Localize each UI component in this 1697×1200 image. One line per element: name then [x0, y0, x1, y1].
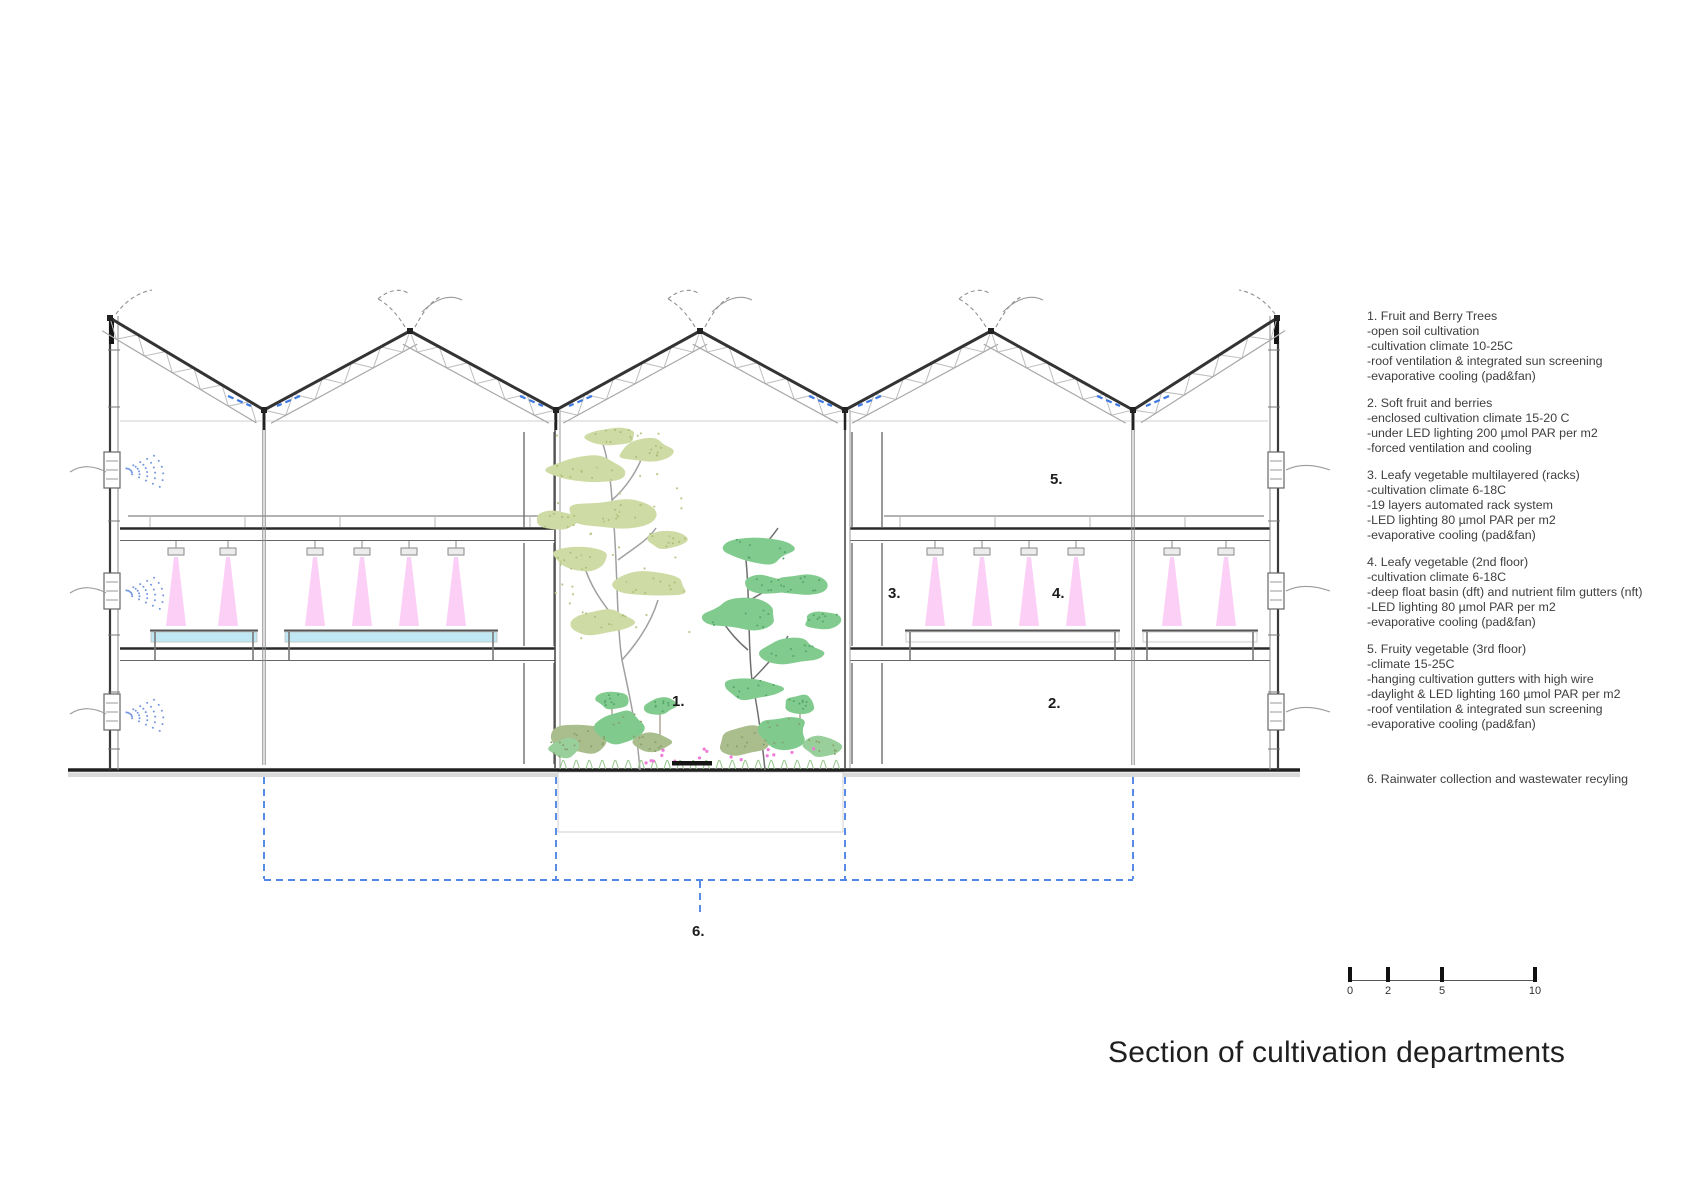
legend-item-detail: -under LED lighting 200 µmol PAR per m2 — [1367, 426, 1598, 440]
roof-vent-flaps — [115, 289, 1276, 328]
plan-label-1: 1. — [672, 693, 685, 710]
ground-line — [68, 768, 1300, 777]
atrium-garden — [536, 427, 843, 771]
page-title: Section of cultivation departments — [1108, 1036, 1566, 1069]
legend-item-detail: -evaporative cooling (pad&fan) — [1367, 369, 1536, 383]
legend-item-detail: -roof ventilation & integrated sun scree… — [1367, 702, 1603, 716]
plan-label-2: 2. — [1048, 695, 1061, 712]
legend-item-detail: -enclosed cultivation climate 15-20 C — [1367, 411, 1570, 425]
legend-item-5: 5. Fruity vegetable (3rd floor)-climate … — [1367, 642, 1667, 732]
legend-item-detail: -roof ventilation & integrated sun scree… — [1367, 354, 1603, 368]
legend: 1. Fruit and Berry Trees-open soil culti… — [1367, 309, 1667, 799]
scale-tick-label: 5 — [1438, 985, 1446, 997]
legend-item-detail: -hanging cultivation gutters with high w… — [1367, 672, 1594, 686]
wall-vents — [69, 451, 1331, 731]
legend-item-2: 2. Soft fruit and berries-enclosed culti… — [1367, 396, 1667, 456]
legend-item-detail: -climate 15-25C — [1367, 657, 1455, 671]
legend-item-detail: -cultivation climate 10-25C — [1367, 339, 1513, 353]
legend-item-4: 4. Leafy vegetable (2nd floor)-cultivati… — [1367, 555, 1667, 630]
plan-labels: 1. 2. 3. 4. 5. 6. — [672, 471, 1065, 940]
legend-item-detail: -forced ventilation and cooling — [1367, 441, 1532, 455]
legend-item-detail: -evaporative cooling (pad&fan) — [1367, 615, 1536, 629]
third-floor-platform — [128, 515, 1264, 527]
garden-bench — [672, 761, 712, 766]
plan-label-3: 3. — [888, 585, 901, 602]
legend-item-detail: -cultivation climate 6-18C — [1367, 570, 1507, 584]
legend-item-1: 1. Fruit and Berry Trees-open soil culti… — [1367, 309, 1667, 384]
scale-bar: 0 2 5 10 — [1340, 960, 1555, 1008]
plan-label-4: 4. — [1052, 585, 1065, 602]
legend-item-6: 6. Rainwater collection and wastewater r… — [1367, 772, 1667, 787]
roof-trusses — [101, 315, 1286, 430]
scale-tick — [1348, 967, 1352, 982]
legend-item-detail: -19 layers automated rack system — [1367, 498, 1553, 512]
columns — [262, 412, 1135, 765]
legend-item-heading: 2. Soft fruit and berries — [1367, 396, 1493, 410]
legend-item-detail: -evaporative cooling (pad&fan) — [1367, 528, 1536, 542]
plan-label-5: 5. — [1050, 471, 1063, 488]
floor-slabs — [120, 527, 1270, 661]
scale-tick-label: 2 — [1384, 985, 1392, 997]
soil-block — [557, 771, 844, 833]
legend-item-detail: -daylight & LED lighting 160 µmol PAR pe… — [1367, 687, 1621, 701]
legend-item-detail: -LED lighting 80 µmol PAR per m2 — [1367, 600, 1556, 614]
plan-label-6: 6. — [692, 923, 705, 940]
rack-towers — [523, 432, 883, 764]
led-lamps-and-cones — [166, 541, 1236, 626]
cultivation-benches — [150, 629, 1258, 660]
scale-tick — [1440, 967, 1444, 982]
legend-item-detail: -deep float basin (dft) and nutrient fil… — [1367, 585, 1643, 599]
legend-item-detail: -cultivation climate 6-18C — [1367, 483, 1507, 497]
legend-item-heading: 4. Leafy vegetable (2nd floor) — [1367, 555, 1529, 569]
legend-item-detail: -open soil cultivation — [1367, 324, 1480, 338]
scale-tick — [1533, 967, 1537, 982]
legend-item-heading: 3. Leafy vegetable multilayered (racks) — [1367, 468, 1580, 482]
legend-item-detail: -LED lighting 80 µmol PAR per m2 — [1367, 513, 1556, 527]
tree-roots — [601, 773, 799, 827]
legend-item-heading: 6. Rainwater collection and wastewater r… — [1367, 772, 1629, 786]
legend-item-3: 3. Leafy vegetable multilayered (racks)-… — [1367, 468, 1667, 543]
exterior-walls — [108, 316, 1280, 770]
scale-tick-label: 0 — [1346, 985, 1354, 997]
legend-item-heading: 1. Fruit and Berry Trees — [1367, 309, 1498, 323]
valley-air-arrows — [227, 394, 1170, 408]
legend-item-heading: 5. Fruity vegetable (3rd floor) — [1367, 642, 1527, 656]
legend-item-detail: -evaporative cooling (pad&fan) — [1367, 717, 1536, 731]
scale-tick-label: 10 — [1528, 985, 1542, 997]
rainwater-collection-lines — [263, 777, 1134, 914]
scale-tick — [1386, 967, 1390, 982]
cooling-sprays — [125, 454, 165, 732]
